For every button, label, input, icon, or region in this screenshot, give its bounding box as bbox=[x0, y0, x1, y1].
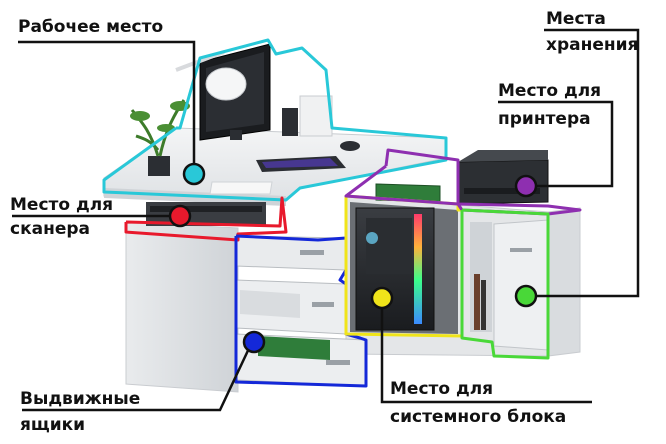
printer-outline bbox=[344, 148, 582, 216]
pc-label-line1: Место для bbox=[390, 379, 494, 399]
desk-illustration bbox=[103, 43, 581, 393]
drawers-label-line1: Выдвижные bbox=[20, 389, 141, 409]
workspace-marker bbox=[182, 162, 206, 186]
drawers-label-line2: ящики bbox=[20, 415, 86, 435]
printer-marker bbox=[514, 174, 538, 198]
printer-leader bbox=[498, 100, 614, 188]
scanner-label-line1: Место для bbox=[10, 195, 114, 215]
pc-leader bbox=[380, 298, 592, 404]
storage-label-line1: Места bbox=[546, 9, 606, 29]
storage-outline bbox=[460, 208, 550, 360]
printer-label-line1: Место для bbox=[498, 81, 602, 101]
workspace-outline bbox=[102, 38, 448, 202]
printer-label-line2: принтера bbox=[498, 109, 591, 129]
workspace-leader bbox=[18, 40, 196, 174]
drawers-marker bbox=[242, 330, 266, 354]
storage-label-line2: хранения bbox=[546, 35, 639, 55]
workspace-label: Рабочее место bbox=[18, 17, 164, 37]
storage-marker bbox=[514, 284, 538, 308]
drawers-leader bbox=[22, 341, 254, 412]
pc-marker bbox=[370, 286, 394, 310]
scanner-marker bbox=[168, 204, 192, 228]
storage-leader bbox=[526, 28, 640, 298]
scanner-outline bbox=[124, 196, 288, 242]
scanner-label-line2: сканера bbox=[10, 219, 91, 239]
pc-label-line2: системного блока bbox=[390, 407, 567, 427]
